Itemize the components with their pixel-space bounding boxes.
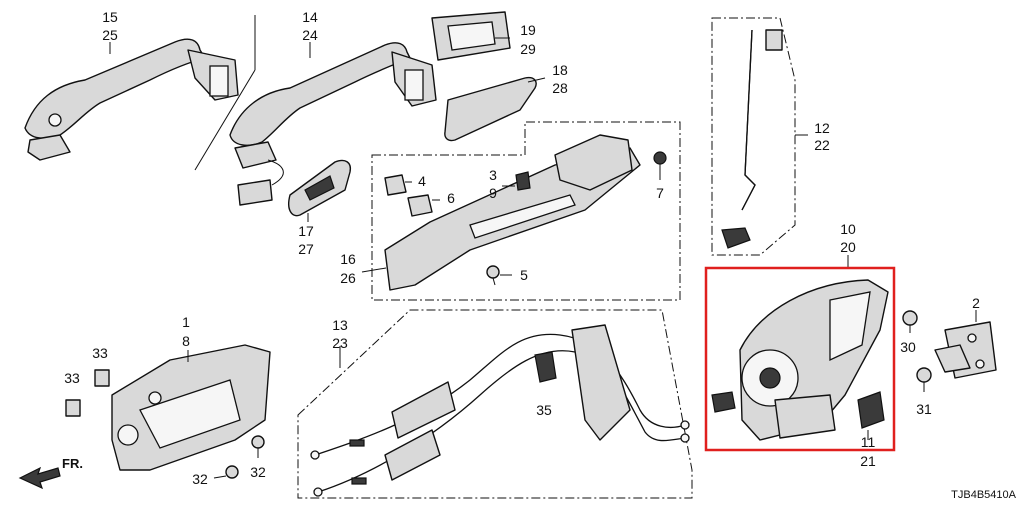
plug-33a — [94, 369, 110, 387]
latch-cover-11 — [857, 391, 885, 429]
callout-9: 9 — [489, 185, 497, 201]
callout-1: 1 — [182, 314, 190, 330]
callout-23: 23 — [332, 335, 348, 351]
handle-base — [384, 134, 641, 291]
handle-cap — [431, 11, 511, 61]
callout-28: 28 — [552, 80, 568, 96]
callout-17: 17 — [298, 223, 314, 239]
callout-8: 8 — [182, 333, 190, 349]
cable-clip-35 — [534, 351, 557, 383]
callout-16: 16 — [340, 251, 356, 267]
screw-32b — [225, 465, 239, 479]
callout-5: 5 — [520, 267, 528, 283]
door-cables — [310, 324, 690, 497]
callout-3: 3 — [489, 167, 497, 183]
plug-33b — [65, 399, 81, 417]
grommet-6 — [407, 194, 433, 217]
callout-31: 31 — [916, 401, 932, 417]
callout-19: 19 — [520, 22, 536, 38]
callout-26: 26 — [340, 270, 356, 286]
callout-4: 4 — [418, 173, 426, 189]
clip-7 — [653, 151, 667, 172]
reference-code: TJB4B5410A — [951, 489, 1016, 501]
screw-32a — [251, 435, 265, 449]
handle-protector — [444, 76, 537, 142]
callout-35: 35 — [536, 402, 552, 418]
outer-handle-rear — [229, 42, 437, 206]
outer-handle-front — [24, 38, 239, 161]
callout-12: 12 — [814, 120, 830, 136]
door-latch-assembly — [711, 279, 889, 441]
callout-14: 14 — [302, 9, 318, 25]
screw-31 — [916, 367, 932, 392]
callout-33a: 33 — [92, 345, 108, 361]
callout-6: 6 — [447, 190, 455, 206]
callout-29: 29 — [520, 41, 536, 57]
handle-cover — [288, 159, 352, 217]
callout-24: 24 — [302, 27, 318, 43]
lock-rod — [721, 29, 783, 249]
grommet-4 — [384, 174, 407, 196]
callout-2: 2 — [972, 295, 980, 311]
front-arrow-icon — [18, 466, 61, 490]
callout-21: 21 — [860, 453, 876, 469]
callout-13: 13 — [332, 317, 348, 333]
callout-25: 25 — [102, 27, 118, 43]
highlight-box — [704, 266, 896, 452]
callout-32b: 32 — [250, 464, 266, 480]
callout-33b: 33 — [64, 370, 80, 386]
inner-handle — [111, 344, 271, 471]
callout-20: 20 — [840, 239, 856, 255]
front-indicator: FR. — [62, 456, 83, 471]
callout-11: 11 — [861, 434, 876, 450]
door-striker — [934, 321, 997, 379]
callout-10: 10 — [840, 221, 856, 237]
callout-7: 7 — [656, 185, 664, 201]
screw-5 — [486, 265, 500, 286]
callout-27: 27 — [298, 241, 314, 257]
screw-30 — [902, 310, 918, 333]
callout-32a: 32 — [192, 471, 208, 487]
callout-15: 15 — [102, 9, 118, 25]
callout-22: 22 — [814, 137, 830, 153]
callout-30: 30 — [900, 339, 916, 355]
callout-18: 18 — [552, 62, 568, 78]
